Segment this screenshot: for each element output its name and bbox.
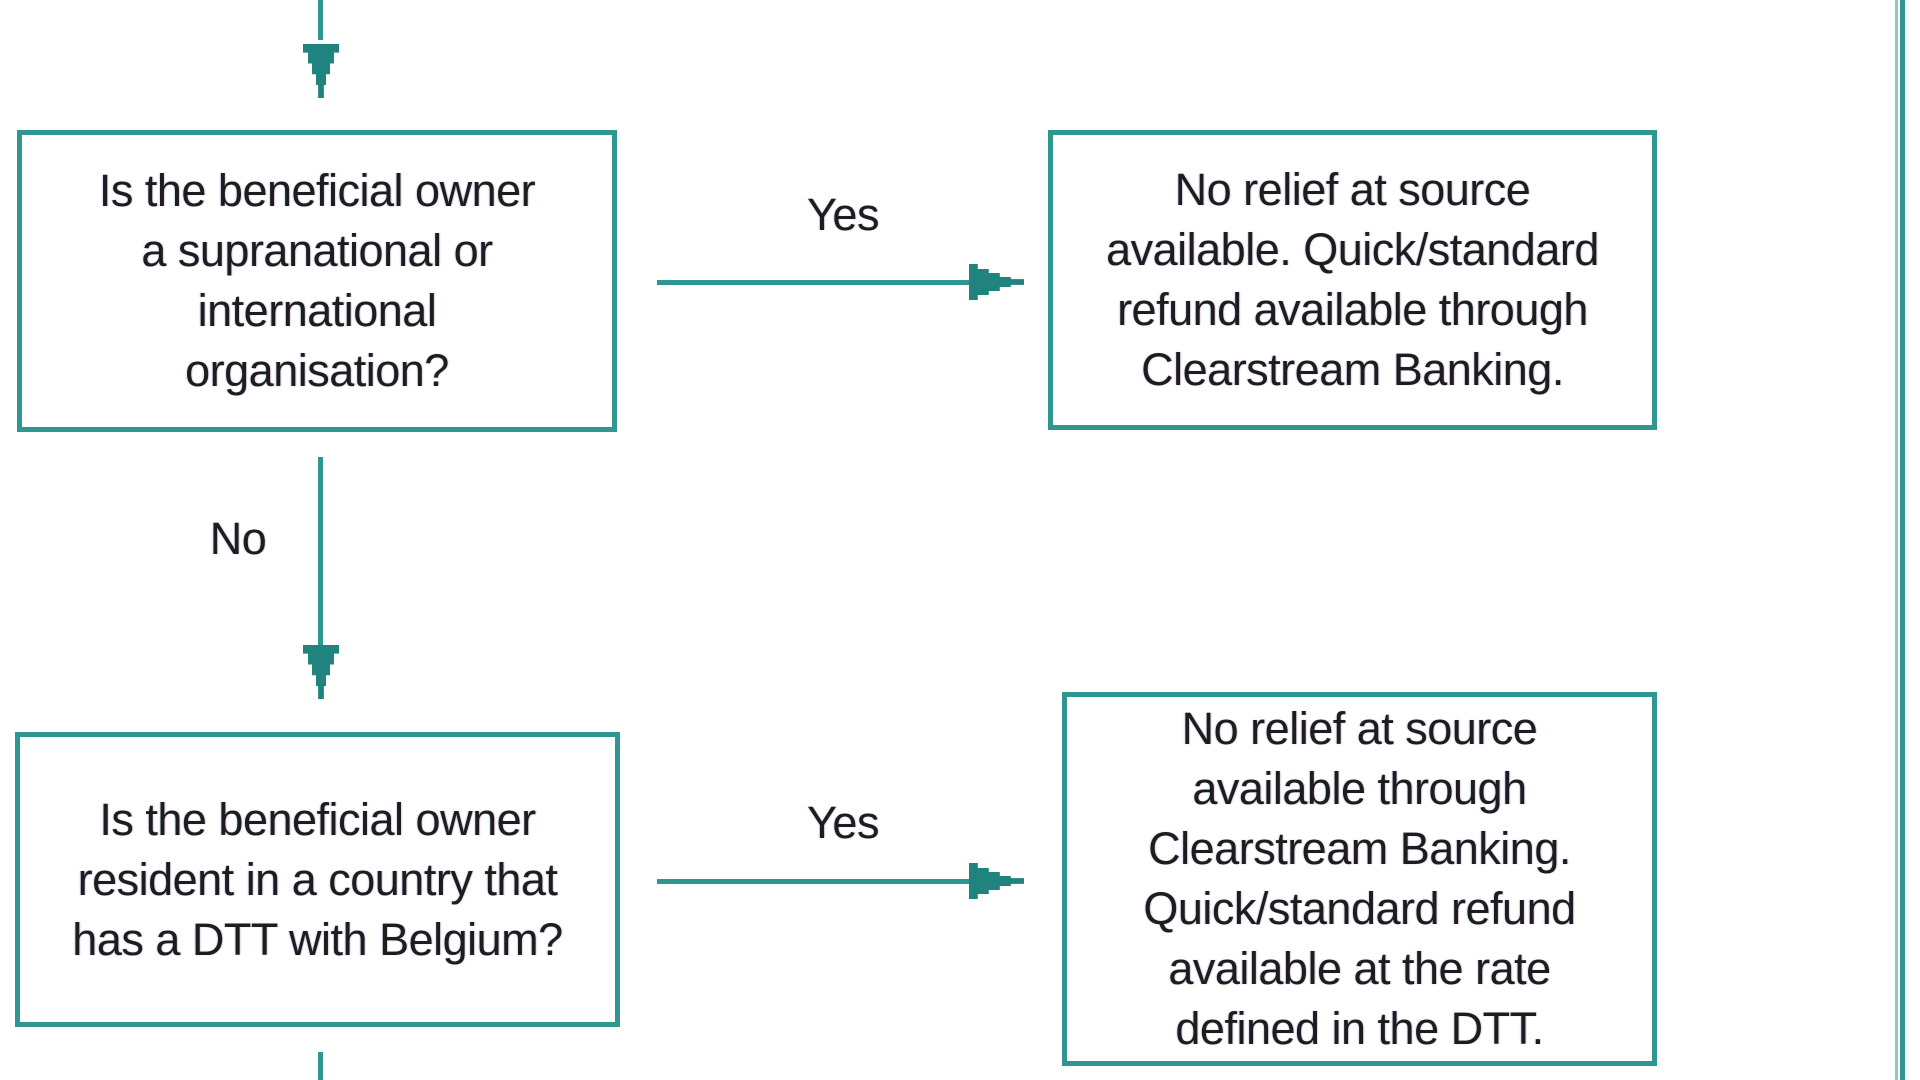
decision-box-supranational-text: Is the beneficial owner a supranational … (98, 165, 536, 396)
decision-box-dtt-country: Is the beneficial owner resident in a co… (15, 732, 620, 1027)
outcome-box-no-relief-quick-standard-text: No relief at source available. Quick/sta… (1106, 164, 1599, 395)
outcome-box-no-relief-quick-standard: No relief at source available. Quick/sta… (1048, 130, 1657, 430)
page-edge-line (1900, 0, 1905, 1080)
outcome-box-no-relief-dtt-rate: No relief at source available through Cl… (1062, 692, 1657, 1066)
edge-label-yes-1: Yes (807, 189, 879, 240)
arrowhead-right-icon (969, 863, 1024, 899)
arrowhead-down-icon (303, 44, 339, 98)
connector-q1-no-line (318, 457, 323, 645)
arrowhead-down-icon (303, 645, 339, 699)
outcome-box-no-relief-dtt-rate-text: No relief at source available through Cl… (1143, 703, 1576, 1054)
decision-box-dtt-country-text: Is the beneficial owner resident in a co… (72, 793, 563, 965)
connector-q1-yes-line (657, 280, 969, 285)
connector-incoming-line (318, 0, 323, 40)
decision-box-supranational: Is the beneficial owner a supranational … (17, 130, 617, 432)
page-edge-line-light (1895, 0, 1898, 1080)
edge-label-yes-2: Yes (807, 797, 879, 848)
connector-q2-no-line (318, 1052, 323, 1080)
connector-q2-yes-line (657, 879, 969, 884)
edge-label-no: No (209, 513, 267, 564)
arrowhead-right-icon (969, 264, 1024, 300)
